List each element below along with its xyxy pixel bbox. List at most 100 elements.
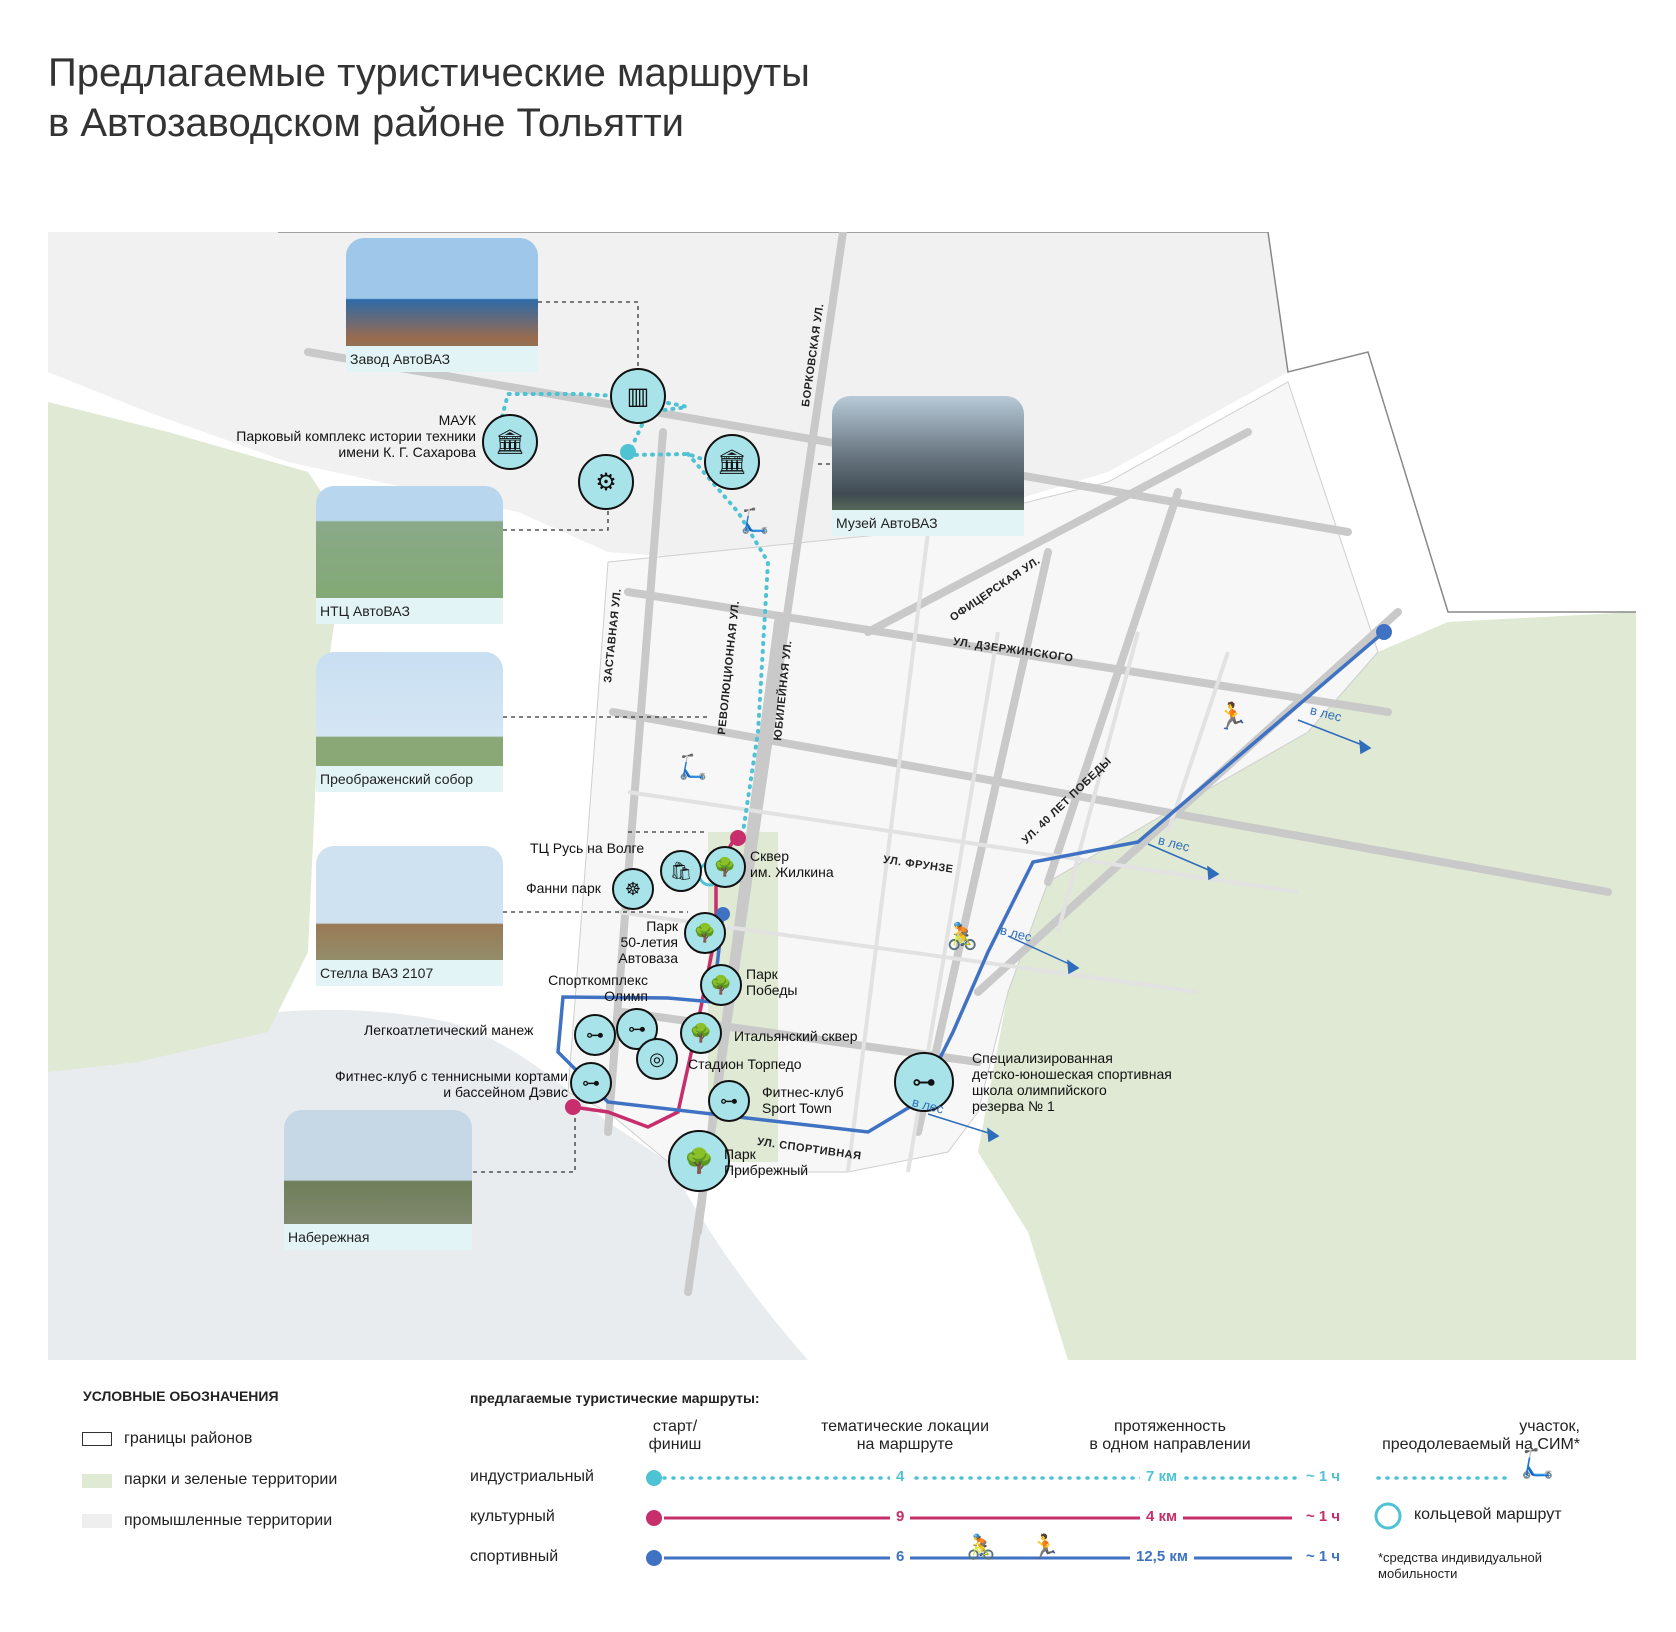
route-cultural-start bbox=[730, 830, 746, 846]
photo-caption: Стелла ВАЗ 2107 bbox=[316, 960, 503, 986]
legend-ring-route: кольцевой маршрут bbox=[1414, 1506, 1562, 1523]
photo-stella: Стелла ВАЗ 2107 bbox=[316, 846, 503, 986]
label-mauk: МАУК Парковый комплекс истории техники и… bbox=[156, 412, 476, 460]
park-west bbox=[48, 402, 348, 1072]
dumbbell-icon[interactable]: ⊶ bbox=[708, 1080, 750, 1122]
col-line: преодолеваемый на СИМ* bbox=[1382, 1436, 1580, 1453]
route-row-sport: спортивный bbox=[470, 1548, 559, 1565]
tree-icon[interactable]: 🌳 bbox=[684, 912, 726, 954]
runner-icon: 🏃 bbox=[1030, 1534, 1060, 1561]
dumbbell-icon[interactable]: ⊶ bbox=[894, 1052, 954, 1112]
route-cultural-finish bbox=[565, 1099, 581, 1115]
label-devis: Фитнес-клуб с теннисными кортами и бассе… bbox=[278, 1068, 568, 1100]
tree-icon[interactable]: 🌳 bbox=[704, 846, 746, 888]
label-sport-school: Специализированная детско-юношеская спор… bbox=[972, 1050, 1172, 1114]
col-line: старт/ bbox=[652, 1418, 698, 1435]
label-line: Спорткомплекс bbox=[548, 972, 648, 988]
label-line: Специализированная bbox=[972, 1050, 1113, 1066]
label-park-50: Парк 50-летия Автоваза bbox=[568, 918, 678, 966]
col-line: участок, bbox=[1519, 1418, 1580, 1435]
cyclist-icon: 🚴 bbox=[966, 1534, 996, 1561]
cyclist-icon: 🚴 bbox=[946, 921, 979, 951]
photo-caption: Завод АвтоВАЗ bbox=[346, 346, 538, 372]
note-line: *средства индивидуальной bbox=[1378, 1550, 1543, 1565]
label-line: и бассейном Дэвис bbox=[443, 1084, 568, 1100]
route-sport-start bbox=[1376, 624, 1392, 640]
forest-arrows bbox=[927, 719, 1372, 1143]
photo-caption: Музей АвтоВАЗ bbox=[832, 510, 1024, 536]
photo-caption: Преображенский собор bbox=[316, 766, 503, 792]
scooter-icon: 🛴 bbox=[740, 508, 770, 535]
sport-length: 12,5 км bbox=[1130, 1548, 1194, 1565]
title-line-1: Предлагаемые туристические маршруты bbox=[48, 51, 810, 95]
industrial-length: 7 км bbox=[1140, 1468, 1184, 1485]
ferris-wheel-icon[interactable]: ☸ bbox=[612, 868, 654, 910]
label-line: Парк bbox=[746, 966, 778, 982]
col-line: протяженность bbox=[1114, 1418, 1226, 1435]
label-line: Победы bbox=[746, 982, 798, 998]
sport-locations: 6 bbox=[890, 1548, 911, 1565]
dumbbell-icon[interactable]: ⊶ bbox=[574, 1014, 616, 1056]
col-sim: участок, преодолеваемый на СИМ* bbox=[1340, 1418, 1580, 1454]
museum-icon[interactable]: 🏛 bbox=[704, 434, 760, 490]
photo-sobor: Преображенский собор bbox=[316, 652, 503, 792]
photo-muzey-avtovaz: Музей АвтоВАЗ bbox=[832, 396, 1024, 536]
industrial-locations: 4 bbox=[890, 1468, 911, 1485]
legend-header: УСЛОВНЫЕ ОБОЗНАЧЕНИЯ bbox=[83, 1388, 279, 1404]
museum-icon[interactable]: 🏛 bbox=[482, 414, 538, 470]
legend-footnote: *средства индивидуальной мобильности bbox=[1378, 1550, 1542, 1582]
col-line: тематические локации bbox=[820, 1418, 990, 1435]
routes-header: предлагаемые туристические маршруты: bbox=[470, 1390, 760, 1406]
tree-icon[interactable]: 🌳 bbox=[668, 1130, 730, 1192]
label-line: резерва № 1 bbox=[972, 1098, 1055, 1114]
map-area[interactable]: Завод АвтоВАЗ НТЦ АвтоВАЗ Преображенский… bbox=[48, 232, 1636, 1360]
label-pribrezhny: Парк Прибрежный bbox=[724, 1146, 808, 1178]
label-park-pobedy: Парк Победы bbox=[746, 966, 797, 998]
label-line: Парк bbox=[724, 1146, 756, 1162]
label-line: Парк bbox=[646, 918, 678, 934]
tree-icon[interactable]: 🌳 bbox=[700, 964, 742, 1006]
label-line: школа олимпийского bbox=[972, 1082, 1107, 1098]
route-row-industrial: индустриальный bbox=[470, 1468, 594, 1485]
label-line: МАУК bbox=[438, 412, 476, 428]
label-line: Олимп bbox=[604, 988, 648, 1004]
sport-time: ~ 1 ч bbox=[1300, 1548, 1347, 1565]
col-length: протяженность в одном направлении bbox=[1060, 1418, 1280, 1454]
gears-icon[interactable]: ⚙ bbox=[578, 454, 634, 510]
scooter-icon: 🛴 bbox=[678, 754, 708, 781]
label-line: Фитнес-клуб с теннисными кортами bbox=[335, 1068, 568, 1084]
tree-icon[interactable]: 🌳 bbox=[680, 1012, 722, 1054]
label-line: имени К. Г. Сахарова bbox=[338, 444, 476, 460]
col-start: старт/ финиш bbox=[630, 1418, 720, 1454]
label-olimp: Спорткомплекс Олимп bbox=[528, 972, 648, 1004]
label-line: 50-летия bbox=[620, 934, 678, 950]
legend-parks: парки и зеленые территории bbox=[124, 1471, 338, 1488]
label-torpedo: Стадион Торпедо bbox=[688, 1056, 802, 1072]
label-fanni-park: Фанни парк bbox=[526, 880, 601, 896]
stadium-icon[interactable]: ◎ bbox=[636, 1038, 678, 1080]
col-line: на маршруте bbox=[856, 1436, 954, 1453]
label-skver-zhilkina: Сквер им. Жилкина bbox=[750, 848, 834, 880]
legend-industrial: промышленные территории bbox=[124, 1512, 333, 1529]
cultural-length: 4 км bbox=[1140, 1508, 1184, 1525]
shopping-bag-icon[interactable]: 🛍 bbox=[660, 850, 702, 892]
dumbbell-icon[interactable]: ⊶ bbox=[570, 1062, 612, 1104]
photo-caption: Набережная bbox=[284, 1224, 472, 1250]
photo-zavod-avtovaz: Завод АвтоВАЗ bbox=[346, 238, 538, 372]
col-line: в одном направлении bbox=[1089, 1436, 1251, 1453]
col-locations: тематические локации на маршруте bbox=[790, 1418, 1020, 1454]
label-line: Автоваза bbox=[618, 950, 678, 966]
label-line: Sport Town bbox=[762, 1100, 832, 1116]
label-italyansky: Итальянский сквер bbox=[734, 1028, 858, 1044]
route-row-cultural: культурный bbox=[470, 1508, 555, 1525]
col-line: финиш bbox=[648, 1436, 702, 1453]
route-industrial-start bbox=[620, 444, 636, 460]
legend-swatch-industrial bbox=[82, 1514, 112, 1528]
label-tc-rus: ТЦ Русь на Волге bbox=[530, 840, 645, 856]
photo-ntc-avtovaz: НТЦ АвтоВАЗ bbox=[316, 486, 503, 624]
label-manezh: Легкоатлетический манеж bbox=[364, 1022, 534, 1038]
dumbbell-icon[interactable]: ⊶ bbox=[616, 1008, 658, 1050]
factory-icon[interactable]: ▥ bbox=[610, 368, 666, 424]
cultural-time: ~ 1 ч bbox=[1300, 1508, 1347, 1525]
photo-caption: НТЦ АвтоВАЗ bbox=[316, 598, 503, 624]
